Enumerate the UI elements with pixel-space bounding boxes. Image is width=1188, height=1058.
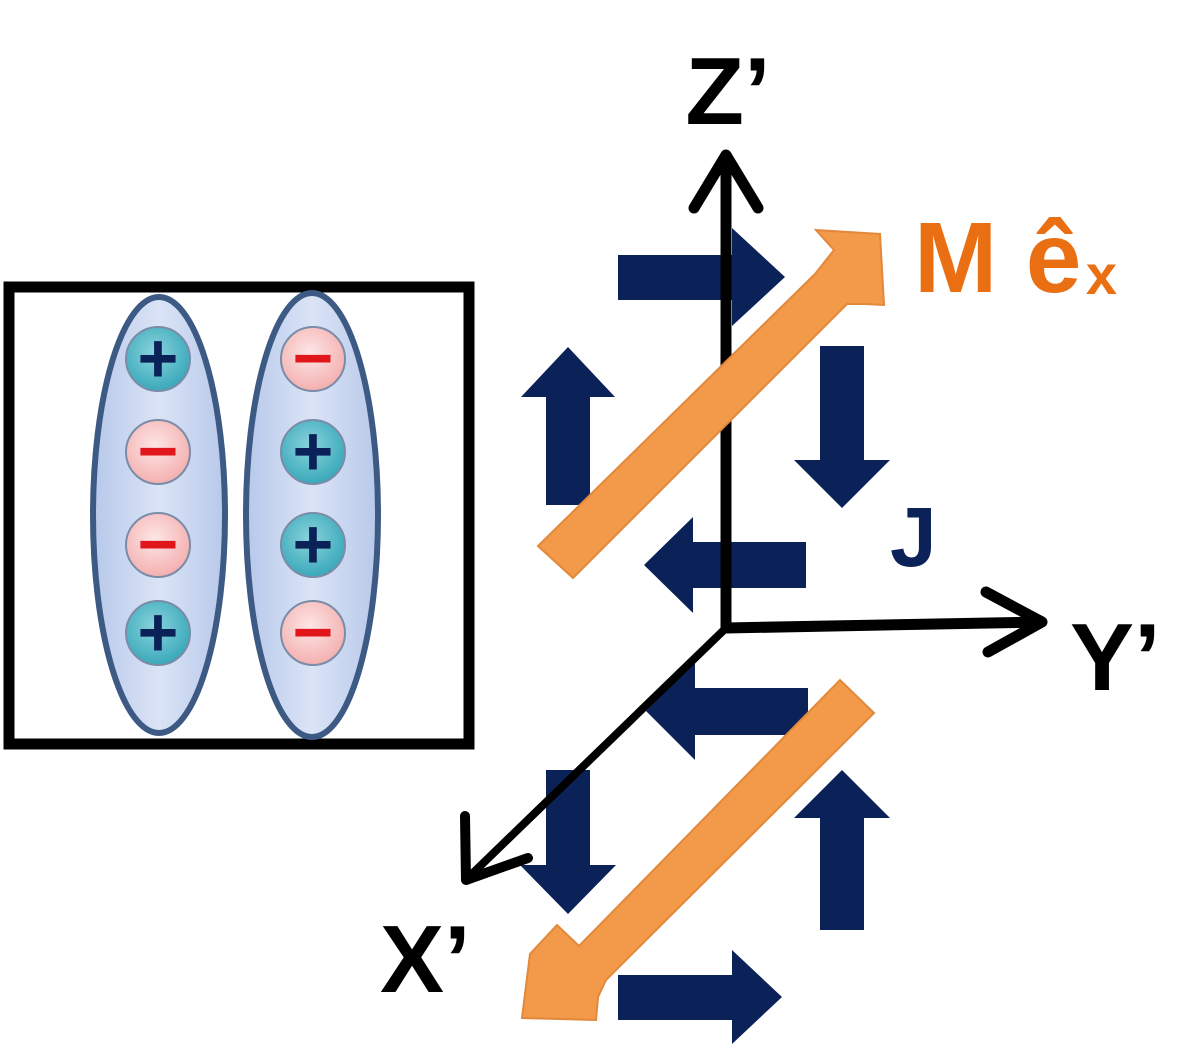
minus-sign: −: [138, 412, 179, 490]
minus-sign: −: [138, 505, 179, 583]
current-arrow-right-upper: [618, 228, 785, 326]
y-axis-label: Y’: [1070, 604, 1161, 711]
x-axis-line: [470, 624, 730, 876]
dipole-box: + − − + − + + −: [3, 281, 475, 750]
plus-sign: +: [138, 593, 179, 671]
magnetization-unit-vector: ê: [1026, 202, 1082, 314]
plus-sign: +: [293, 505, 334, 583]
x-axis-arrowhead: [460, 811, 533, 885]
plus-sign: +: [138, 319, 179, 397]
minus-sign: −: [293, 593, 334, 671]
negative-charge: [280, 600, 346, 666]
plus-sign: +: [293, 412, 334, 490]
axes: [460, 149, 1048, 885]
z-axis-label: Z’: [685, 38, 770, 145]
positive-charge: [125, 326, 191, 392]
current-arrow-left-upper: [646, 662, 808, 760]
lower-current-loop: [520, 662, 890, 1044]
magnetization-symbol: M: [914, 202, 997, 314]
z-axis-arrowhead: [688, 149, 764, 214]
magnetization-subscript: x: [1086, 243, 1117, 306]
magnetization-arrow-lower: [520, 678, 876, 1022]
negative-charge: [125, 419, 191, 485]
dipole-box-frame: [3, 281, 475, 750]
magnetization-arrows: [520, 228, 886, 1022]
magnetization-label: M ê x: [914, 202, 1117, 314]
current-arrow-right-bottom: [618, 950, 782, 1044]
current-label: J: [890, 490, 937, 584]
negative-charge: [125, 512, 191, 578]
negative-charge: [280, 326, 346, 392]
current-arrow-down-left: [520, 770, 616, 914]
positive-charge: [125, 600, 191, 666]
current-arrow-down-right: [794, 346, 890, 508]
positive-charge: [280, 419, 346, 485]
x-axis-label: X’: [380, 906, 471, 1013]
charge-group: + − − + − + + −: [125, 319, 346, 671]
current-arrow-up-left: [521, 347, 615, 505]
magnetization-arrow-upper: [536, 228, 886, 580]
minus-sign: −: [293, 319, 334, 397]
positive-charge: [280, 512, 346, 578]
y-axis-arrowhead: [980, 586, 1048, 658]
y-axis-line: [720, 616, 1046, 634]
current-arrow-up-right: [794, 770, 890, 930]
